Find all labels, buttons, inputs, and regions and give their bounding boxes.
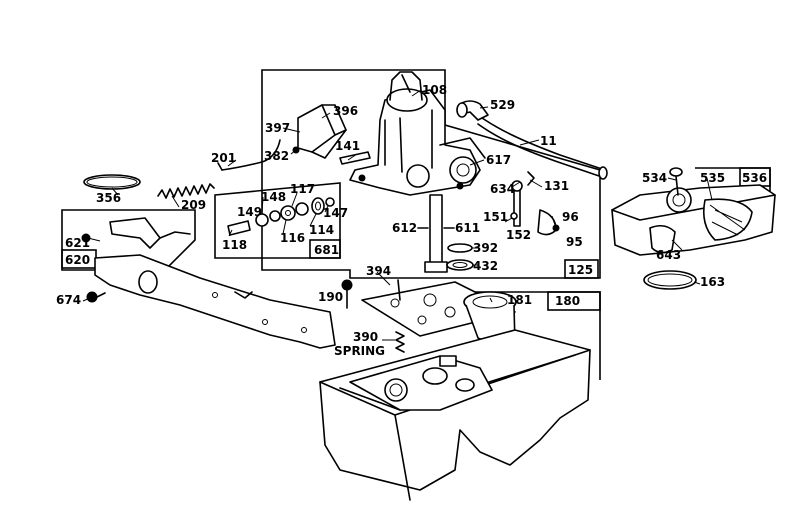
label-117: 117 xyxy=(290,182,315,196)
label-163: 163 xyxy=(700,275,725,289)
washers-392-432 xyxy=(446,243,474,271)
label-612: 612 xyxy=(392,221,417,235)
label-11: 11 xyxy=(540,134,557,148)
group-box-125 xyxy=(261,69,601,279)
label-181: 181 xyxy=(507,293,532,307)
gasket-163 xyxy=(643,270,697,290)
spring-390 xyxy=(395,331,405,353)
label-390: 390 xyxy=(353,330,378,344)
label-536: 536 xyxy=(742,171,767,185)
group-box-681 xyxy=(214,182,341,259)
lever-621 xyxy=(81,217,191,249)
label-529: 529 xyxy=(490,98,515,112)
part-396 xyxy=(292,104,347,159)
screw-674 xyxy=(86,291,106,303)
fuel-tank-180 xyxy=(319,329,591,501)
label-96: 96 xyxy=(562,210,579,224)
label-643: 643 xyxy=(656,248,681,262)
label-125: 125 xyxy=(568,263,593,277)
label-634: 634 xyxy=(490,182,515,196)
label-535: 535 xyxy=(700,171,725,185)
label-382: 382 xyxy=(264,149,289,163)
label-394: 394 xyxy=(366,264,391,278)
label-209: 209 xyxy=(181,198,206,212)
pin-141 xyxy=(339,151,371,165)
label-534: 534 xyxy=(642,171,667,185)
spring-209 xyxy=(157,183,215,199)
label-392: 392 xyxy=(473,241,498,255)
label-95: 95 xyxy=(566,235,583,249)
label-180: 180 xyxy=(555,294,580,308)
bracket-plate xyxy=(94,254,336,349)
label-611: 611 xyxy=(455,221,480,235)
label-148: 148 xyxy=(261,190,286,204)
label-spring: SPRING xyxy=(334,344,385,358)
label-114: 114 xyxy=(309,223,334,237)
group-box-180 xyxy=(465,291,601,380)
label-149: 149 xyxy=(237,205,262,219)
label-131: 131 xyxy=(544,179,569,193)
label-152: 152 xyxy=(506,228,531,242)
part-labels: 108 529 396 397 382 141 11 201 617 356 2… xyxy=(56,83,767,358)
label-116: 116 xyxy=(280,231,305,245)
label-397: 397 xyxy=(265,121,290,135)
needle-valve-611 xyxy=(417,194,455,273)
label-141: 141 xyxy=(335,139,360,153)
label-621: 621 xyxy=(65,236,90,250)
parts-681 xyxy=(227,197,335,236)
label-432: 432 xyxy=(473,259,498,273)
label-201: 201 xyxy=(211,151,236,165)
throttle-parts xyxy=(510,171,560,236)
label-118: 118 xyxy=(222,238,247,252)
label-674: 674 xyxy=(56,293,81,307)
link-201 xyxy=(217,139,281,171)
label-620: 620 xyxy=(65,253,90,267)
leader-lines xyxy=(82,89,713,341)
label-617: 617 xyxy=(486,153,511,167)
fuel-tube-11 xyxy=(456,100,608,180)
air-cleaner-536 xyxy=(611,167,776,256)
label-147: 147 xyxy=(323,206,348,220)
ring-356 xyxy=(83,174,141,190)
label-356: 356 xyxy=(96,191,121,205)
label-151: 151 xyxy=(483,210,508,224)
label-190: 190 xyxy=(318,290,343,304)
carburetor-body xyxy=(349,71,486,196)
label-396: 396 xyxy=(333,104,358,118)
label-108: 108 xyxy=(422,83,447,97)
screw-190 xyxy=(341,279,353,309)
label-681: 681 xyxy=(314,243,339,257)
